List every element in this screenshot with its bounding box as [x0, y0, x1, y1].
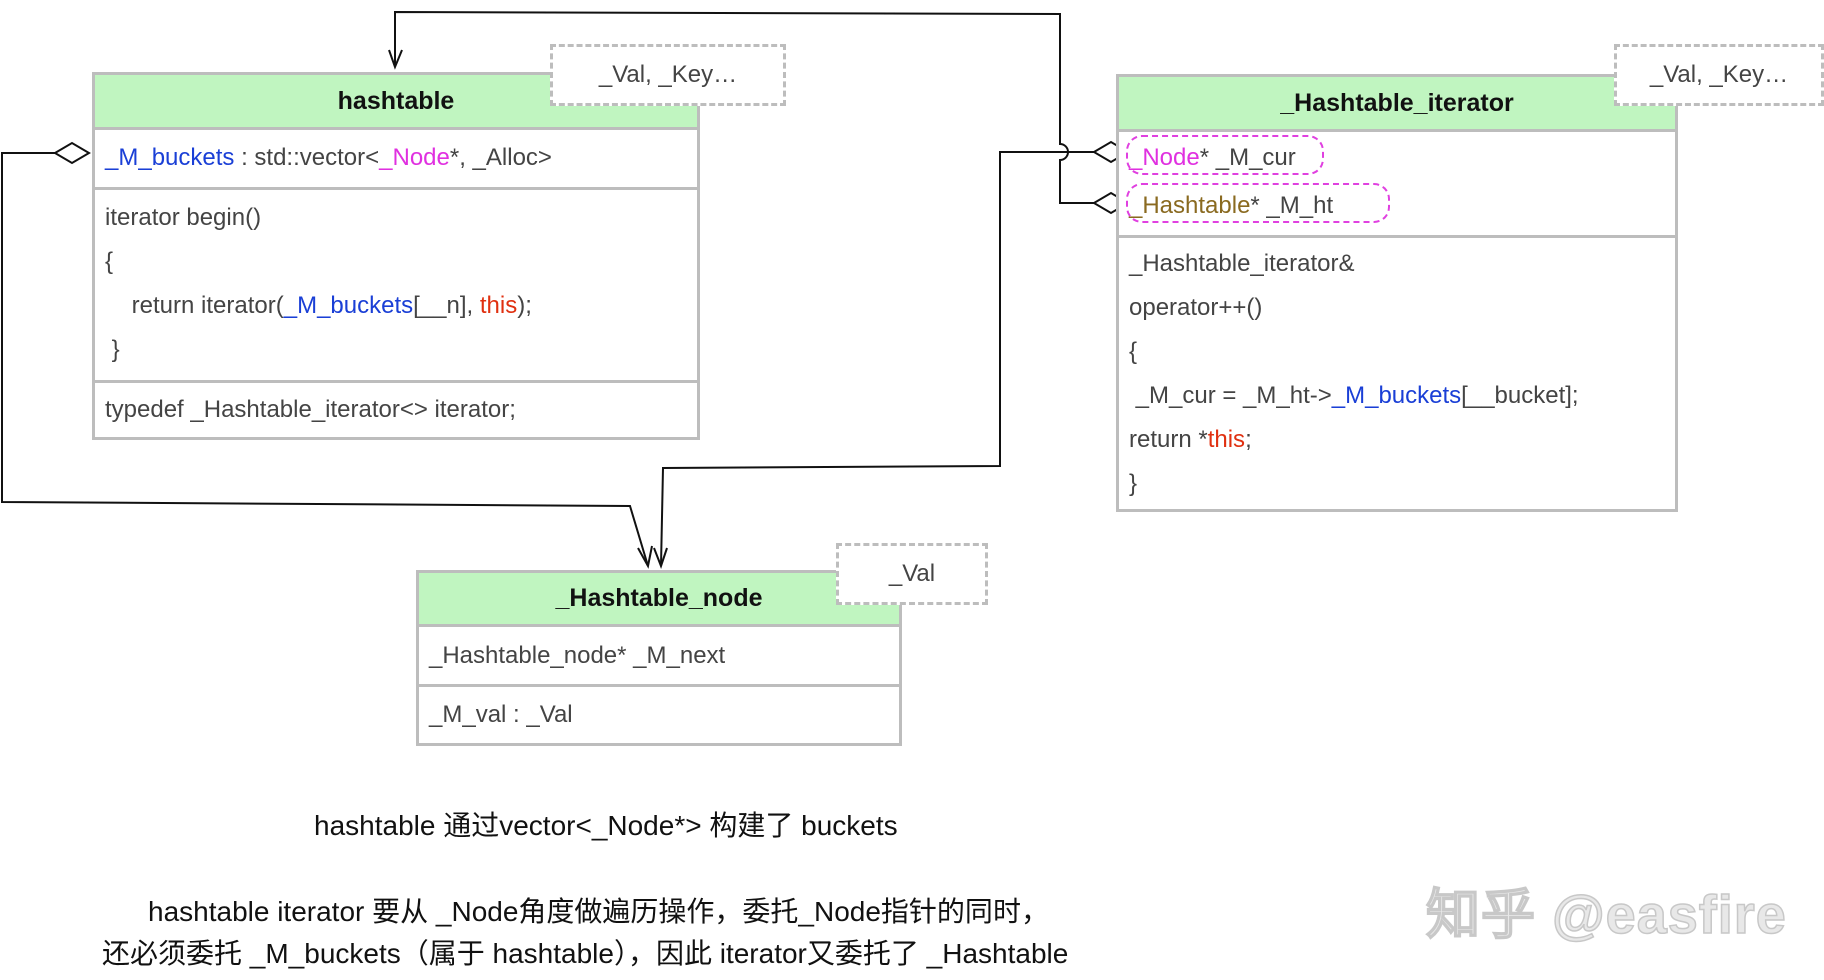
begin-line-3b: _M_buckets	[283, 292, 414, 319]
watermark: 知乎 @easfire	[1425, 884, 1787, 946]
val-field: _M_val : _Val	[429, 701, 573, 728]
incr-line-4b: _M_buckets	[1331, 382, 1462, 409]
hashtable-class: hashtable _M_buckets : std::vector<_Node…	[92, 72, 700, 440]
incr-line-3: {	[1129, 338, 1138, 365]
incr-line-5c: ;	[1245, 426, 1252, 453]
begin-line-3c: [__n],	[413, 292, 480, 319]
incr-line-2: operator++()	[1129, 294, 1263, 321]
caption-line-1: hashtable 通过vector<_Node*> 构建了 buckets	[314, 810, 898, 841]
node-val-section: _M_val : _Val	[419, 687, 899, 743]
hashtable-fields: _M_buckets : std::vector<_Node*, _Alloc>	[95, 130, 697, 190]
node-template-params: _Val	[836, 543, 988, 605]
incr-line-6: }	[1129, 470, 1138, 497]
ht-to-hashtable-arrowhead	[388, 49, 403, 70]
ht-field-highlight	[1126, 183, 1390, 223]
caption-line-2: hashtable iterator 要从 _Node角度做遍历操作，委托_No…	[148, 896, 1049, 927]
begin-line-4: }	[105, 336, 120, 363]
iterator-template-params: _Val, _Key…	[1614, 44, 1824, 106]
iterator-method: _Hashtable_iterator& operator++() { _M_c…	[1119, 238, 1675, 508]
buckets-to-node-arrowhead	[637, 545, 653, 569]
ht-to-hashtable-line	[394, 10, 1094, 204]
cur-field-rest: * _M_cur	[1199, 144, 1296, 171]
ht-field: _Hashtable* _M_ht	[1129, 184, 1665, 228]
node-class: _Hashtable_node _Hashtable_node* _M_next…	[416, 570, 902, 746]
cur-to-node-arrowhead	[653, 547, 668, 569]
begin-line-1: iterator begin()	[105, 204, 262, 231]
cur-to-node-line	[660, 151, 1094, 567]
begin-line-3a: return iterator(	[105, 292, 284, 319]
buckets-field-name: _M_buckets	[105, 144, 235, 171]
buckets-field: _M_buckets : std::vector<_Node*, _Alloc>	[105, 130, 687, 186]
begin-line-3d: this	[479, 292, 518, 319]
next-field: _Hashtable_node* _M_next	[429, 642, 726, 669]
buckets-field-type: _Node	[379, 144, 450, 171]
buckets-to-node-line	[0, 152, 649, 567]
cur-field-highlight	[1126, 135, 1324, 175]
incr-line-5: return *this;	[1129, 418, 1665, 462]
node-next-section: _Hashtable_node* _M_next	[419, 627, 899, 687]
incr-line-1: _Hashtable_iterator&	[1129, 250, 1355, 277]
hashtable-method: iterator begin() { return iterator(_M_bu…	[95, 190, 697, 383]
hashtable-template-params: _Val, _Key…	[550, 44, 786, 106]
begin-line-2: {	[105, 248, 114, 275]
ht-field-rest: * _M_ht	[1250, 192, 1334, 219]
buckets-field-sep: : std::vector<	[234, 144, 380, 171]
iterator-fields: _Node* _M_cur _Hashtable* _M_ht	[1119, 132, 1675, 238]
caption-line-3: 还必须委托 _M_buckets（属于 hashtable），因此 iterat…	[102, 938, 1069, 969]
incr-line-5b: this	[1207, 426, 1246, 453]
begin-line-3e: );	[517, 292, 532, 319]
iterator-class: _Hashtable_iterator _Node* _M_cur _Hasht…	[1116, 74, 1678, 512]
incr-line-4a: _M_cur = _M_ht->	[1129, 382, 1332, 409]
incr-line-4: _M_cur = _M_ht->_M_buckets[__bucket];	[1129, 374, 1665, 418]
buckets-aggregation-diamond	[53, 141, 91, 165]
hashtable-typedef-section: typedef _Hashtable_iterator<> iterator;	[95, 383, 697, 437]
incr-line-4c: [__bucket];	[1461, 382, 1579, 409]
typedef-line: typedef _Hashtable_iterator<> iterator;	[105, 396, 516, 423]
node-class-title: _Hashtable_node	[419, 573, 899, 627]
begin-line-3: return iterator(_M_buckets[__n], this);	[105, 284, 687, 328]
incr-line-5a: return *	[1129, 426, 1208, 453]
buckets-field-rest: *, _Alloc>	[449, 144, 552, 171]
iterator-class-title: _Hashtable_iterator	[1119, 77, 1675, 132]
ht-field-type: _Hashtable	[1129, 192, 1251, 219]
